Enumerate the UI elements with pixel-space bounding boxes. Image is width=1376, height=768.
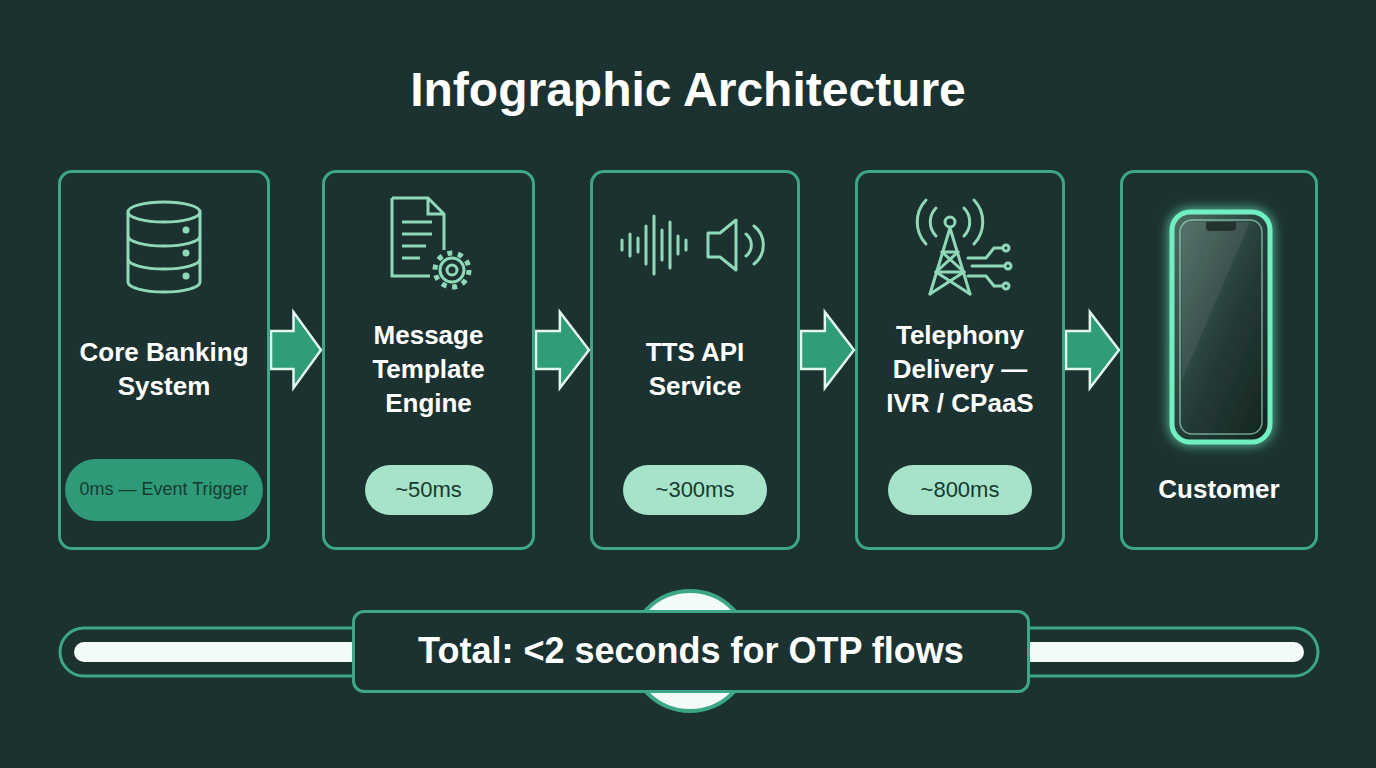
tower-icon: [917, 200, 1011, 294]
latency-pill: ~800ms: [888, 465, 1032, 515]
diagram-title: Infographic Architecture: [0, 62, 1376, 117]
flow-arrow: [536, 312, 589, 388]
latency-pill: 0ms — Event Trigger: [65, 459, 262, 521]
total-banner: Total: <2 seconds for OTP flows: [352, 610, 1030, 693]
box-label: Telephony Delivery — IVR / CPaaS: [875, 319, 1045, 420]
latency-label: ~50ms: [395, 478, 462, 502]
phone-illustration: [1172, 212, 1270, 442]
process-box: Core Banking System 0ms — Event Trigger: [58, 170, 270, 550]
latency-pill: ~300ms: [623, 465, 767, 515]
process-box: TTS API Service ~300ms: [590, 170, 800, 550]
total-label: Total: <2 seconds for OTP flows: [418, 628, 964, 675]
process-box: Customer: [1120, 170, 1318, 550]
process-box: Telephony Delivery — IVR / CPaaS ~800ms: [855, 170, 1065, 550]
flow-arrow: [1066, 312, 1119, 388]
audio-icon: [622, 216, 763, 274]
box-label: TTS API Service: [610, 336, 780, 404]
timeline-bar: [60, 628, 1318, 676]
database-icon: [128, 202, 200, 292]
box-label: Core Banking System: [79, 336, 249, 404]
process-box: Message Template Engine ~50ms: [322, 170, 535, 550]
latency-label: ~300ms: [656, 478, 735, 502]
latency-pill: ~50ms: [365, 465, 493, 515]
flow-arrow: [271, 312, 321, 388]
latency-label: ~800ms: [921, 478, 1000, 502]
box-label: Customer: [1134, 473, 1304, 507]
flow-arrow: [801, 312, 854, 388]
template-icon: [392, 198, 469, 287]
box-label: Message Template Engine: [344, 319, 514, 420]
latency-label: 0ms — Event Trigger: [79, 480, 248, 500]
